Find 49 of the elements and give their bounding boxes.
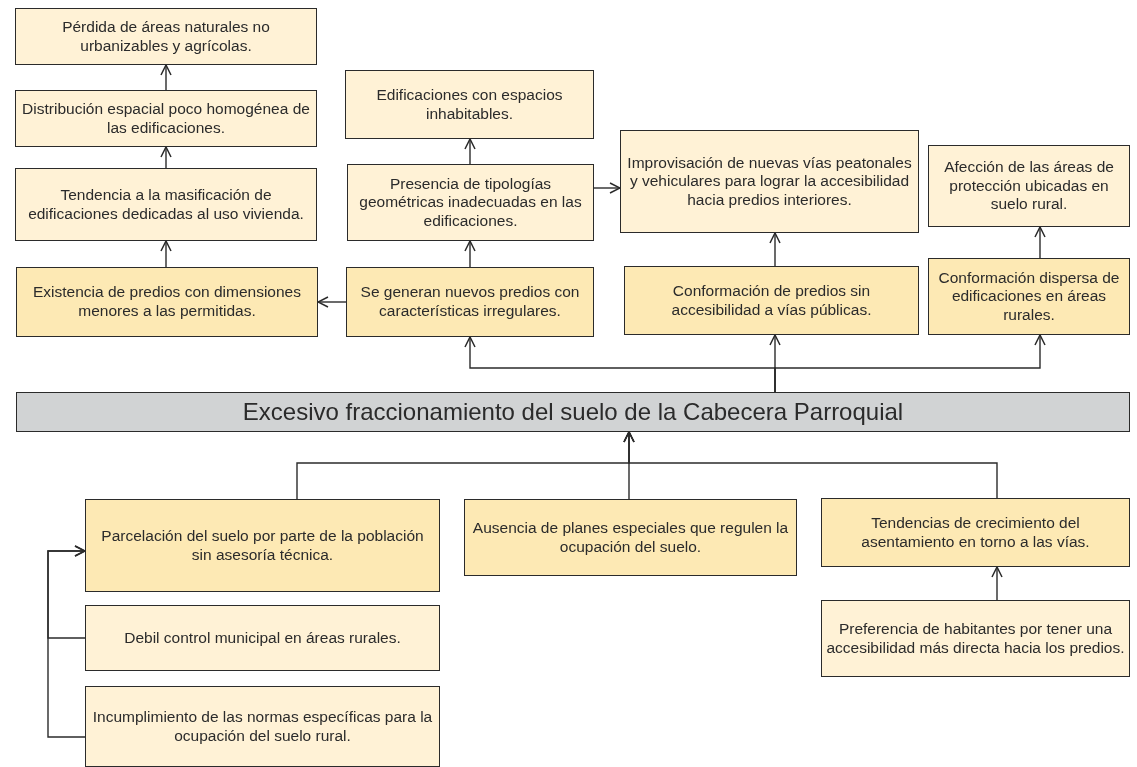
cause-effect-box	[928, 145, 1130, 227]
arrow	[317, 296, 347, 308]
cause-effect-box	[15, 168, 317, 241]
node-text: Improvisación de nuevas vías peatonales y vehiculares para lograr la accesibilidad hacia predios interiores.	[626, 153, 913, 210]
cause-effect-box	[821, 600, 1130, 677]
node-text: Conformación de predios sin accesibilidad a vías públicas.	[670, 281, 873, 320]
node-text: Tendencia a la masificación de edificaciones dedicadas al uso vivienda.	[27, 185, 305, 224]
node-text: Distribución espacial poco homogénea de las edificaciones.	[21, 99, 311, 138]
arrow	[1034, 226, 1046, 259]
cause-effect-box	[345, 70, 594, 139]
arrow	[464, 138, 476, 165]
arrow	[160, 64, 172, 91]
cause-effect-box	[620, 130, 919, 233]
cause-effect-box	[346, 267, 594, 337]
cause-effect-box	[15, 90, 317, 147]
cause-effect-box	[464, 499, 797, 576]
node-text: Parcelación del suelo por parte de la población sin asesoría técnica.	[100, 526, 425, 565]
cause-effect-box	[15, 8, 317, 65]
node-text: Incumplimiento de las normas específicas para la ocupación del suelo rural.	[91, 707, 434, 746]
central-problem-box	[16, 392, 1130, 432]
cause-effect-box	[16, 267, 318, 337]
arrow	[464, 240, 476, 268]
arrow	[47, 545, 86, 738]
arrow	[160, 146, 172, 169]
cause-effect-box	[928, 258, 1130, 335]
cause-effect-box	[85, 686, 440, 767]
cause-effect-box	[821, 498, 1130, 567]
arrow	[593, 182, 621, 194]
node-text: Tendencias de crecimiento del asentamiento en torno a las vías.	[860, 513, 1091, 552]
node-text: Pérdida de áreas naturales no urbanizables y agrícolas.	[61, 17, 271, 56]
node-text: Afección de las áreas de protección ubicadas en suelo rural.	[943, 158, 1115, 214]
node-text: Se generan nuevos predios con características irregulares.	[359, 283, 581, 321]
cause-effect-box	[85, 499, 440, 592]
node-text: Existencia de predios con dimensiones menores a las permitidas.	[32, 283, 302, 321]
node-text: Preferencia de habitantes por tener una accesibilidad más directa hacia los predios.	[826, 619, 1125, 658]
node-text: Excesivo fraccionamiento del suelo de la Cabecera Parroquial	[242, 397, 904, 427]
arrow	[774, 334, 1046, 393]
arrow	[991, 566, 1003, 601]
node-text: Conformación dispersa de edificaciones en áreas rurales.	[937, 268, 1121, 325]
arrow	[769, 232, 781, 267]
arrow	[160, 240, 172, 268]
cause-effect-box	[624, 266, 919, 335]
arrow	[623, 431, 998, 499]
node-text: Debil control municipal en áreas rurales.	[124, 628, 401, 648]
node-text: Ausencia de planes especiales que regulen la ocupación del suelo.	[471, 518, 790, 557]
node-text: Presencia de tipologías geométricas inadecuadas en las edificaciones.	[358, 174, 583, 231]
cause-effect-box	[347, 164, 594, 241]
cause-effect-box	[85, 605, 440, 671]
node-text: Edificaciones con espacios inhabitables.	[375, 85, 564, 124]
